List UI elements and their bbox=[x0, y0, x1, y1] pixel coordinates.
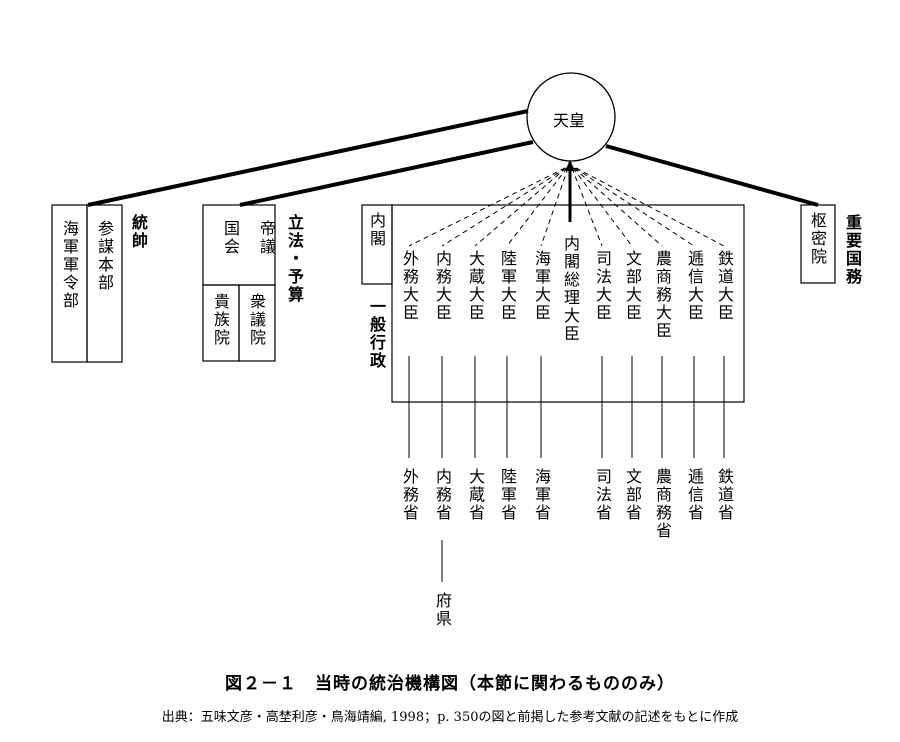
dashed-line bbox=[540, 167, 569, 247]
ministry-label: 逓信省 bbox=[685, 468, 704, 522]
cabinet-box bbox=[391, 204, 745, 403]
house-of-representatives-label: 衆議院 bbox=[247, 293, 266, 347]
privy-council-label: 枢密院 bbox=[808, 212, 827, 266]
supreme-command-group-label: 統帥 bbox=[129, 214, 148, 250]
dashed-line bbox=[506, 167, 568, 247]
important-state-affairs-group-label: 重要国務 bbox=[843, 214, 862, 286]
figure-caption: 図２－１ 当時の統治機構図（本節に関わるもののみ） bbox=[225, 674, 675, 694]
minister-label: 文部大臣 bbox=[623, 250, 642, 322]
army-general-staff-label: 参謀本部 bbox=[95, 220, 114, 292]
minister-label: 外務大臣 bbox=[400, 250, 419, 322]
minister-label: 農商務大臣 bbox=[653, 250, 672, 340]
dashed-line bbox=[573, 167, 663, 247]
minister-label: 逓信大臣 bbox=[685, 250, 704, 322]
house-of-peers-label: 貴族院 bbox=[211, 293, 230, 347]
minister-label: 鉄道大臣 bbox=[715, 250, 734, 322]
dashed-line bbox=[572, 167, 633, 247]
privy-council-box bbox=[800, 204, 836, 284]
prime-minister-label: 内閣総理大臣 bbox=[561, 235, 580, 343]
emperor-node bbox=[526, 72, 616, 162]
ministry-label: 外務省 bbox=[400, 468, 419, 522]
dashed-line bbox=[575, 167, 725, 247]
ministry-label: 内務省 bbox=[433, 468, 452, 522]
dashed-lines bbox=[408, 167, 725, 247]
minister-label: 内務大臣 bbox=[433, 250, 452, 322]
general-administration-group-label: 一般行政 bbox=[367, 298, 386, 370]
line-emperor-supreme-command bbox=[87, 109, 529, 207]
ministry-label: 海軍省 bbox=[532, 468, 551, 522]
line-emperor-privy-council bbox=[605, 144, 819, 207]
minister-label: 大蔵大臣 bbox=[466, 250, 485, 322]
ministry-label: 大蔵省 bbox=[466, 468, 485, 522]
legislature-group-label: 立法・予算 bbox=[285, 214, 304, 304]
minister-label: 司法大臣 bbox=[593, 250, 612, 322]
dashed-line bbox=[571, 167, 603, 247]
minister-label: 陸軍大臣 bbox=[498, 250, 517, 322]
minister-label: 海軍大臣 bbox=[532, 250, 551, 322]
dashed-line bbox=[408, 167, 566, 247]
house-of-representatives-box bbox=[238, 284, 276, 362]
prefectures-label: 府県 bbox=[433, 592, 452, 628]
figure-source: 出典：五味文彦・高埜利彦・鳥海靖編, 1998；p. 350の図と前掲した参考文… bbox=[161, 710, 739, 725]
ministry-lines bbox=[408, 356, 725, 582]
ministry-label: 農商務省 bbox=[653, 468, 672, 540]
ministry-label: 陸軍省 bbox=[498, 468, 517, 522]
cabinet-label: 内閣 bbox=[367, 212, 386, 248]
imperial-diet-label-right: 帝議国会 bbox=[221, 220, 276, 256]
army-staff-box bbox=[86, 204, 123, 363]
line-emperor-diet bbox=[239, 140, 534, 207]
dashed-line bbox=[441, 167, 567, 247]
dashed-line bbox=[574, 167, 695, 247]
ministry-label: 文部省 bbox=[623, 468, 642, 522]
dashed-line bbox=[474, 167, 567, 247]
emperor-label: 天皇 bbox=[553, 111, 586, 130]
ministry-label: 司法省 bbox=[593, 468, 612, 522]
ministry-label: 鉄道省 bbox=[715, 468, 734, 522]
navy-general-staff-label: 海軍軍令部 bbox=[60, 220, 79, 310]
